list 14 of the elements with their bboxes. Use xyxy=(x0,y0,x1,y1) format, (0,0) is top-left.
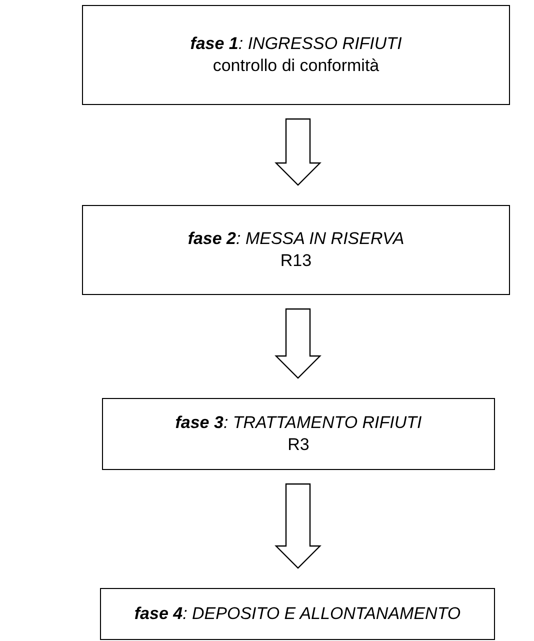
phase-title: fase 2: MESSA IN RISERVA xyxy=(188,228,404,250)
block-arrow xyxy=(274,308,322,379)
phase-title: fase 1: INGRESSO RIFIUTI xyxy=(190,33,402,55)
process-box xyxy=(100,588,495,640)
phase-title: fase 4: DEPOSITO E ALLONTANAMENTO xyxy=(134,603,461,625)
block-arrow xyxy=(274,483,322,569)
process-box xyxy=(82,5,510,105)
phase-title: fase 3: TRATTAMENTO RIFIUTI xyxy=(175,412,422,434)
process-box xyxy=(102,398,495,470)
block-arrow xyxy=(274,118,322,186)
process-box xyxy=(82,205,510,295)
phase-detail: controllo di conformità xyxy=(212,55,380,77)
phase-detail: R3 xyxy=(288,434,310,456)
phase-detail: R13 xyxy=(280,250,312,272)
